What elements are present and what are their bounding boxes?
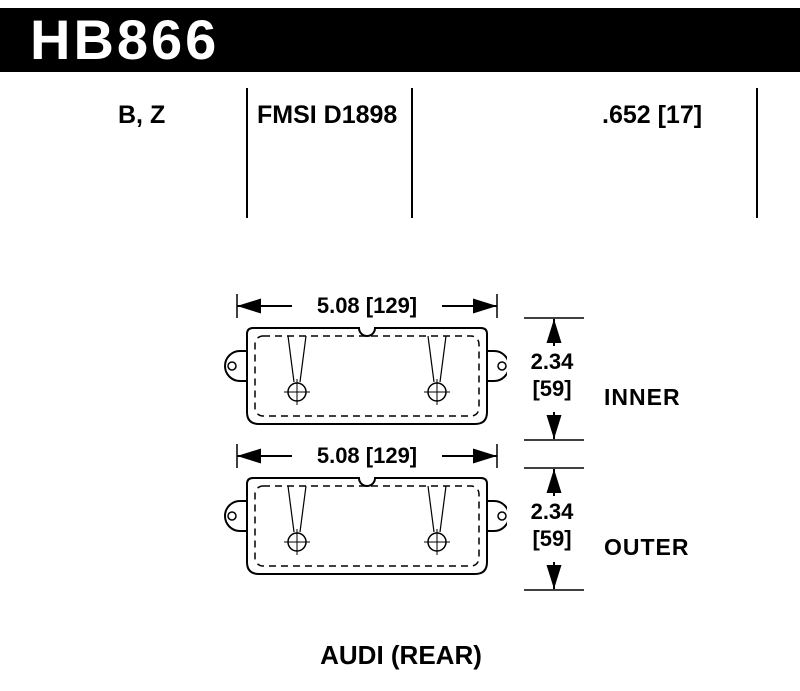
brake-pad-drawing-outer xyxy=(224,444,584,591)
width-dimension-label-outer: 5.08 [129] xyxy=(292,443,442,469)
divider-line-2 xyxy=(411,88,413,218)
pad-figure-outer xyxy=(212,438,592,613)
compound-codes: B, Z xyxy=(118,101,166,129)
width-dimension-label-inner: 5.08 [129] xyxy=(292,293,442,319)
divider-line-3 xyxy=(756,88,758,218)
pad-shape xyxy=(224,477,510,575)
chamfer-lines xyxy=(287,485,447,533)
arrow-down-icon xyxy=(546,565,562,589)
outer-label: OUTER xyxy=(604,534,690,560)
rivet-right xyxy=(424,529,450,555)
tab-hole-left xyxy=(227,511,237,521)
backplate-outline xyxy=(246,327,488,425)
arrow-up-icon xyxy=(546,319,562,343)
mounting-tab-left xyxy=(224,350,247,382)
rivet-left xyxy=(284,379,310,405)
rivet-right xyxy=(424,379,450,405)
brake-pad-drawing-inner xyxy=(224,294,584,441)
height-dimension-mm-inner: [59] xyxy=(532,376,572,401)
arrow-right-icon xyxy=(473,448,497,464)
vertical-dimension xyxy=(524,317,584,441)
part-number: HB866 xyxy=(30,8,220,71)
rivet-left xyxy=(284,529,310,555)
height-dimension-label-inner: 2.34 [59] xyxy=(507,348,597,402)
pad-figure-inner xyxy=(212,288,592,463)
arrow-left-icon xyxy=(237,298,261,314)
tab-hole-left xyxy=(227,361,237,371)
height-dimension-mm-outer: [59] xyxy=(532,526,572,551)
friction-surface-outline xyxy=(254,485,480,567)
backplate-outline xyxy=(246,477,488,575)
height-dimension-label-outer: 2.34 [59] xyxy=(507,498,597,552)
part-number-banner: HB866 xyxy=(0,8,800,72)
arrow-up-icon xyxy=(546,469,562,493)
fmsi-number: FMSI D1898 xyxy=(257,101,398,129)
vertical-dimension xyxy=(524,467,584,591)
height-dimension-value-outer: 2.34 xyxy=(530,499,574,524)
arrow-down-icon xyxy=(546,415,562,439)
divider-line-1 xyxy=(246,88,248,218)
mounting-tab-left xyxy=(224,500,247,532)
arrow-right-icon xyxy=(473,298,497,314)
chamfer-lines xyxy=(287,335,447,383)
tab-hole-right xyxy=(497,511,507,521)
friction-surface-outline xyxy=(254,335,480,417)
tab-hole-right xyxy=(497,361,507,371)
pad-shape xyxy=(224,327,510,425)
height-dimension-value-inner: 2.34 xyxy=(530,349,574,374)
arrow-left-icon xyxy=(237,448,261,464)
inner-label: INNER xyxy=(604,384,681,410)
thickness-spec: .652 [17] xyxy=(602,101,703,129)
vehicle-application-label: AUDI (REAR) xyxy=(320,640,482,670)
